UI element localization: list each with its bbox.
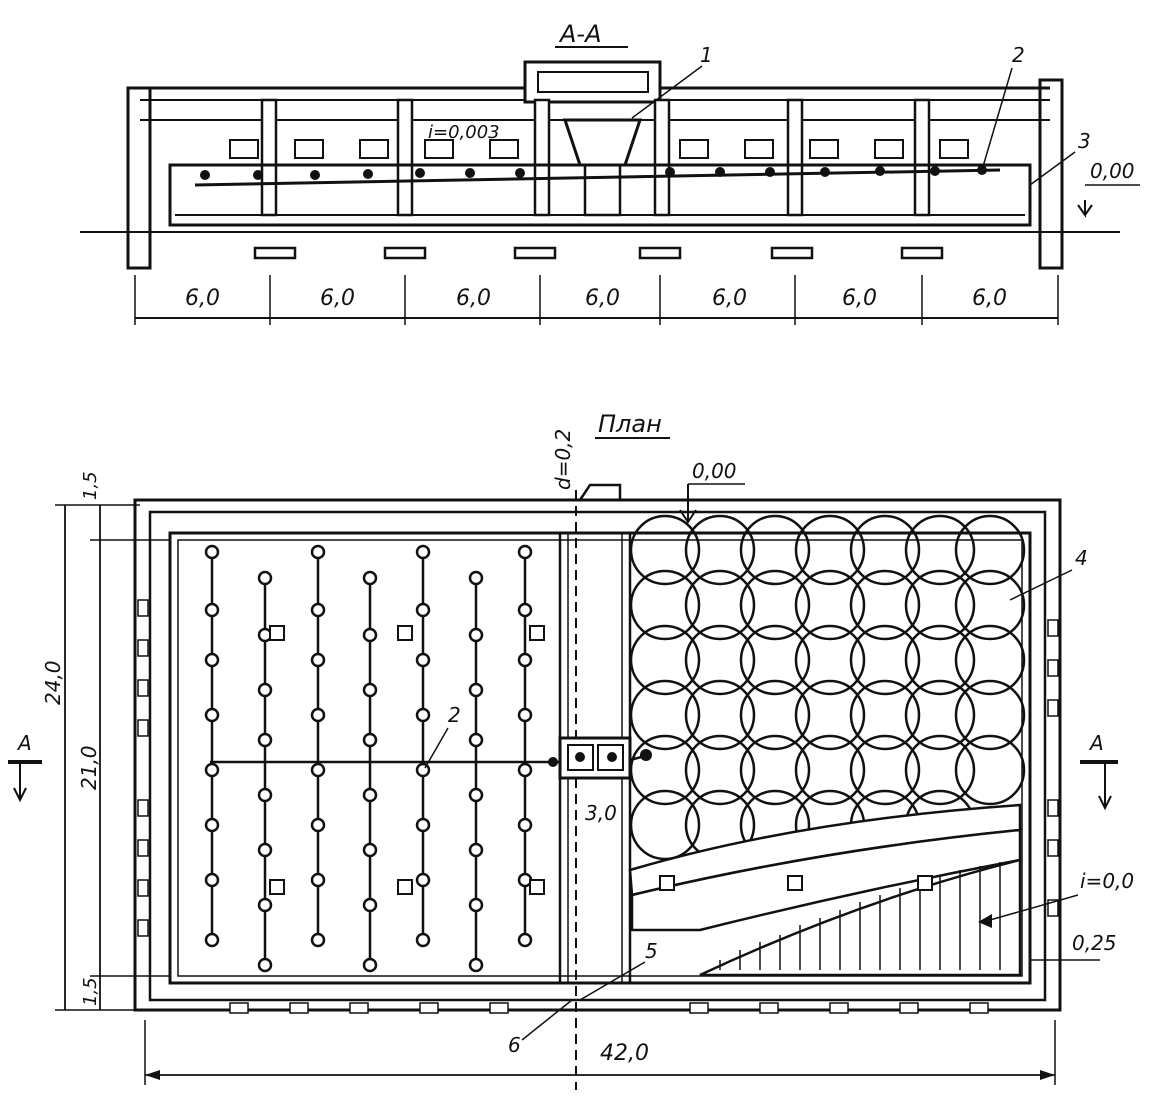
- section-callout-3: 3: [1078, 129, 1091, 153]
- plan-dim-margin-bottom: 1,5: [80, 977, 101, 1006]
- svg-text:A: A: [1088, 731, 1104, 755]
- plan-dim-margin-top: 1,5: [80, 471, 101, 500]
- plan-spray-circles: [629, 514, 1026, 861]
- plan-outer-wall: [133, 498, 1062, 1012]
- section-elevation-label: 0,00: [1090, 159, 1135, 183]
- section-distribution-pipe: [194, 168, 1001, 187]
- plan-ventilation-hatches: [269, 625, 545, 895]
- section-span-2: 6,0: [320, 286, 355, 311]
- section-span-1: 6,0: [185, 286, 220, 311]
- plan-dim-length: 42,0: [600, 1041, 649, 1066]
- plan-dim-total-width: 24,0: [41, 660, 65, 705]
- plan-section-mark-right: A: [1080, 731, 1118, 811]
- plan-elevation-label: 0,00: [692, 459, 737, 483]
- section-callout-2: 2: [1012, 43, 1025, 67]
- section-feeder: [562, 118, 643, 167]
- plan-callout-5: 5: [645, 939, 658, 963]
- section-foundations: [253, 246, 944, 260]
- plan-section-mark-left: A: [8, 731, 42, 803]
- section-span-6: 6,0: [842, 286, 877, 311]
- plan-slope-label: i=0,0: [1080, 869, 1134, 893]
- section-span-7: 6,0: [972, 286, 1007, 311]
- section-windows: [229, 139, 969, 159]
- section-span-5: 6,0: [712, 286, 747, 311]
- section-span-dimension: 6,0 6,0 6,0 6,0 6,0 6,0 6,0: [134, 275, 1059, 325]
- plan-view: План: [8, 410, 1134, 1090]
- svg-text:A: A: [16, 731, 32, 755]
- section-slope-label: i=0,003: [428, 122, 500, 143]
- section-sprinklers: [200, 165, 987, 180]
- section-view: A-A: [80, 20, 1140, 325]
- section-left-wall: [126, 86, 152, 270]
- plan-wall-label: 0,25: [1072, 931, 1117, 955]
- plan-channel-label: d=0,2: [551, 429, 575, 490]
- section-right-wall: [1038, 78, 1064, 270]
- section-span-3: 6,0: [456, 286, 491, 311]
- plan-callout-6: 6: [508, 1033, 521, 1057]
- section-title: A-A: [558, 20, 602, 48]
- plan-sprinkler-laterals: [204, 544, 533, 973]
- section-callout-1: 1: [700, 43, 713, 67]
- plan-vertical-dimensions: 24,0 21,0 1,5 1,5: [41, 471, 170, 1011]
- plan-callout-2: 2: [448, 703, 461, 727]
- plan-callout-4: 4: [1075, 546, 1088, 570]
- plan-dim-inner-width: 21,0: [77, 745, 101, 790]
- plan-channel-width: 3,0: [585, 801, 617, 825]
- plan-wall-pilasters: [137, 599, 1059, 1014]
- section-central-tower: [523, 60, 662, 104]
- plan-inlet: [578, 483, 622, 501]
- plan-title: План: [598, 410, 662, 438]
- plan-drain-hatches: [659, 875, 933, 891]
- section-span-4: 6,0: [585, 286, 620, 311]
- plan-length-dimension: 42,0: [144, 1020, 1056, 1085]
